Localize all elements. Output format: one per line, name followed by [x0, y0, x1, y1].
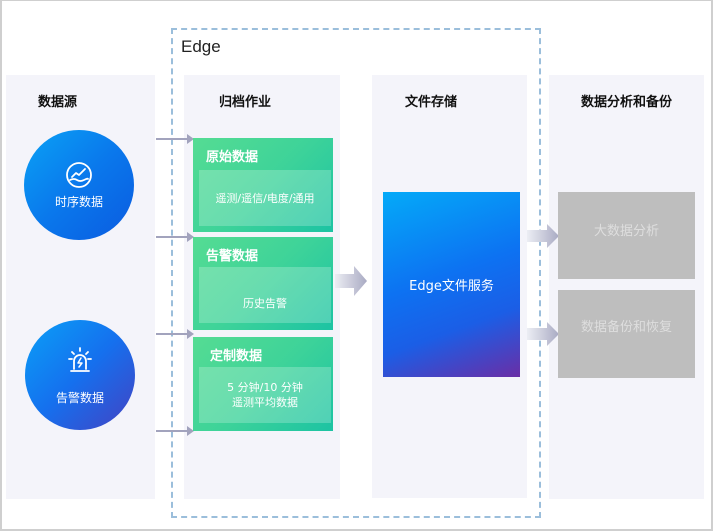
- archive-job-custom-data-detail-line1: 5 分钟/10 分钟: [227, 381, 303, 394]
- archive-job-alarm-data-detail-text: 历史告警: [243, 297, 287, 310]
- edge-boundary: [171, 28, 541, 518]
- source-alarm[interactable]: 告警数据: [25, 320, 135, 430]
- alarm-light-icon: [68, 346, 92, 372]
- column-title-file-storage: 文件存储: [405, 95, 458, 110]
- archive-job-custom-data-detail: 5 分钟/10 分钟 遥测平均数据: [199, 367, 331, 423]
- archive-job-raw-data-detail: 遥测/遥信/电度/通用: [199, 170, 331, 226]
- source-timeseries-label: 时序数据: [54, 194, 103, 209]
- edge-file-service[interactable]: Edge文件服务: [383, 192, 520, 377]
- column-title-archive-jobs: 归档作业: [219, 95, 272, 110]
- arrow-storage-to-bigdata: [527, 224, 559, 248]
- data-backup-restore-label: 数据备份和恢复: [580, 320, 672, 335]
- archive-job-alarm-data[interactable]: 告警数据 历史告警: [193, 237, 333, 330]
- edge-file-service-label: Edge文件服务: [409, 279, 494, 294]
- archive-job-alarm-data-title: 告警数据: [206, 249, 259, 264]
- big-data-analysis-label: 大数据分析: [593, 224, 659, 239]
- source-timeseries[interactable]: 时序数据: [24, 130, 134, 240]
- archive-job-alarm-data-detail: 历史告警: [199, 267, 331, 323]
- arrow-source-to-custom: [156, 426, 194, 436]
- arrow-source-to-alarm-job-2: [156, 329, 194, 339]
- archive-job-custom-data-title: 定制数据: [210, 349, 263, 364]
- archive-job-custom-data-detail-line2: 遥测平均数据: [232, 396, 298, 409]
- data-backup-restore[interactable]: 数据备份和恢复: [558, 290, 695, 378]
- arrow-source-to-alarm-job: [156, 232, 194, 242]
- source-alarm-label: 告警数据: [55, 390, 104, 405]
- archive-job-raw-data[interactable]: 原始数据 遥测/遥信/电度/通用: [193, 138, 333, 232]
- archive-job-custom-data[interactable]: 定制数据 5 分钟/10 分钟 遥测平均数据: [193, 337, 333, 431]
- column-analysis-backup: [549, 75, 704, 499]
- big-data-analysis[interactable]: 大数据分析: [558, 192, 695, 279]
- column-title-data-source: 数据源: [38, 95, 78, 110]
- trend-chart-icon: [66, 161, 92, 188]
- column-title-analysis-backup: 数据分析和备份: [581, 95, 673, 110]
- archive-job-raw-data-title: 原始数据: [206, 150, 259, 165]
- edge-label: Edge: [181, 37, 221, 56]
- arrow-source-to-raw: [156, 134, 194, 144]
- arrow-storage-to-backup: [527, 322, 559, 346]
- arrow-archive-to-storage: [335, 266, 367, 296]
